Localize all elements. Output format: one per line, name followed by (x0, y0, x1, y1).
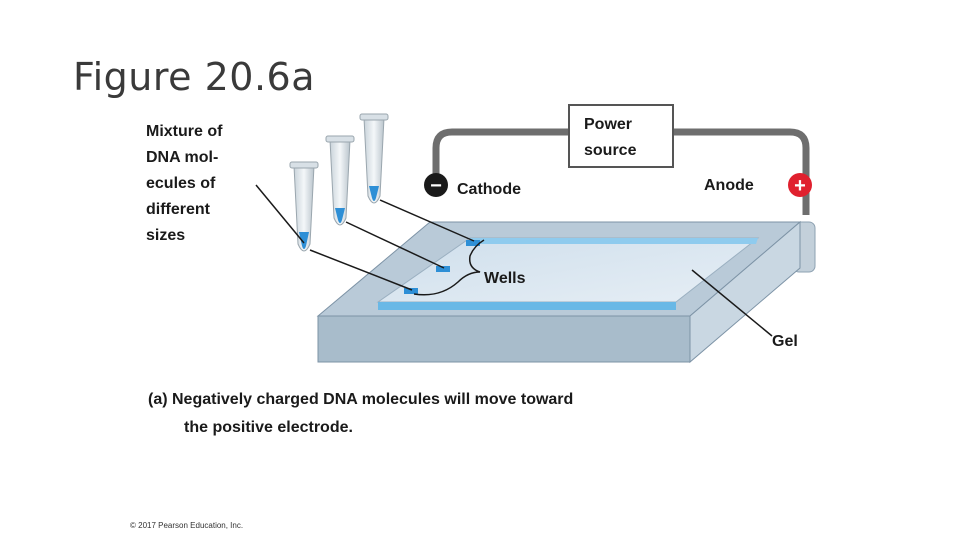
mixture-label-line-3: ecules of (146, 175, 216, 192)
mixture-label-line-1: Mixture of (146, 123, 223, 140)
anode-terminal (788, 173, 812, 197)
well-dna-1 (404, 288, 418, 294)
power-source-box (568, 104, 674, 168)
mixture-label: Mixture of DNA mol- ecules of different … (146, 119, 256, 249)
figure-title: Figure 20.6a (73, 55, 315, 99)
pointer-tube1-to-well1 (309, 249, 413, 291)
cathode-terminal (424, 173, 448, 197)
power-source-line-1: Power (584, 116, 633, 133)
pointer-tube3-to-well3 (379, 199, 475, 242)
wells-brace (413, 239, 485, 296)
power-source-line-2: source (584, 142, 637, 159)
caption-line-2: the positive electrode. (184, 419, 353, 436)
copyright-notice: © 2017 Pearson Education, Inc. (130, 521, 244, 530)
mixture-label-line-5: sizes (146, 227, 186, 244)
gel-label: Gel (772, 333, 798, 350)
pointer-tube2-to-well2 (345, 221, 445, 269)
gel-tray-side (689, 220, 801, 364)
well-dna-3 (466, 240, 480, 246)
well-dna-2 (436, 266, 450, 272)
tube-2 (325, 135, 355, 226)
tube-1 (289, 161, 319, 252)
caption-line-1: (a) Negatively charged DNA molecules wil… (148, 391, 574, 408)
tube-3 (359, 113, 389, 204)
plus-sign: + (794, 175, 806, 197)
anode-label: Anode (704, 177, 754, 194)
power-source-label: Power source (584, 112, 664, 164)
minus-sign: − (430, 175, 442, 197)
mixture-label-line-4: different (146, 201, 210, 218)
gel-edge-blue (378, 302, 676, 310)
pointer-gel (691, 269, 773, 337)
wells-label: Wells (484, 270, 526, 287)
figure-caption: (a) Negatively charged DNA molecules wil… (148, 386, 573, 442)
pointer-mixture-to-well (255, 184, 305, 244)
gel-edge-blue-back (468, 238, 758, 244)
cathode-label: Cathode (457, 181, 521, 198)
gel-tray-front (317, 315, 691, 363)
mixture-label-line-2: DNA mol- (146, 149, 219, 166)
